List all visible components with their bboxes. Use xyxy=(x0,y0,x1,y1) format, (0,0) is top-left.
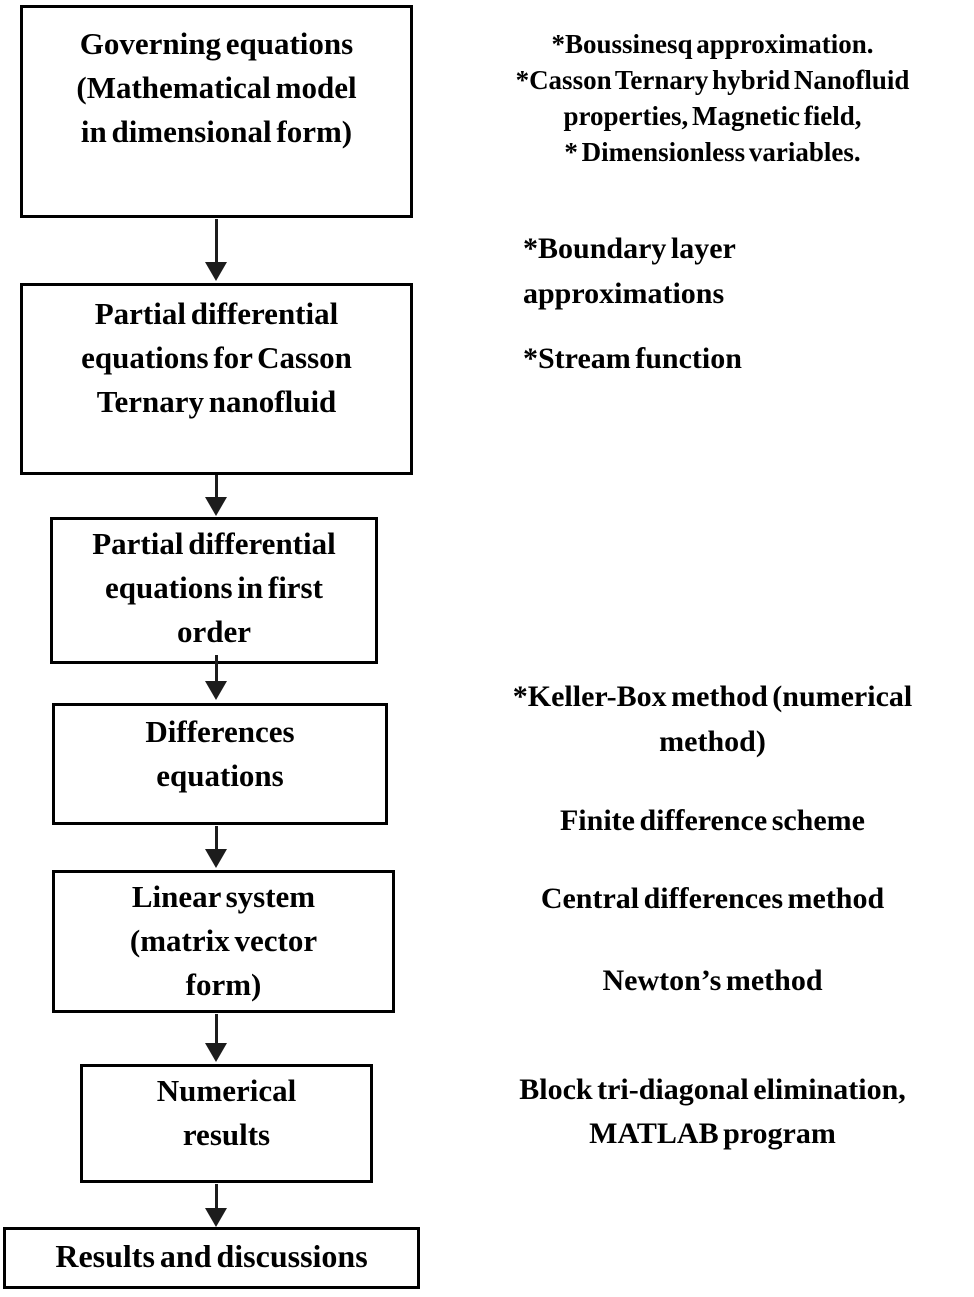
flow-box-pde-casson-ternary: Partial differential equations for Casso… xyxy=(20,283,413,475)
arrow-down-icon xyxy=(203,655,229,700)
annotation-model-assumptions: *Boussinesq approximation. *Casson Terna… xyxy=(515,29,910,167)
flow-box-governing-equations: Governing equations (Mathematical model … xyxy=(20,5,413,218)
arrow-down-icon xyxy=(203,219,229,281)
flow-box-results-discussions: Results and discussions xyxy=(3,1227,420,1289)
flow-box-differences-equations: Differences equations xyxy=(52,703,388,825)
arrow-shaft xyxy=(214,219,218,262)
annotation-finite-difference: Finite difference scheme xyxy=(559,804,865,837)
flow-box-pde-first-order: Partial differential equations in first … xyxy=(50,517,378,664)
annotation-newtons-method: Newton’s method xyxy=(602,964,823,997)
annotation-central-differences: Central differences method xyxy=(540,882,885,915)
arrow-head xyxy=(205,849,227,868)
arrow-down-icon xyxy=(203,1014,229,1062)
arrow-shaft xyxy=(214,1184,218,1208)
arrow-shaft xyxy=(214,655,218,681)
arrow-head xyxy=(205,262,227,281)
arrow-down-icon xyxy=(203,826,229,868)
annotation-stream-function: *Stream function xyxy=(523,342,742,375)
arrow-head xyxy=(205,1208,227,1227)
annotation-keller-box: *Keller-Box method (numerical method) xyxy=(512,680,913,758)
flow-box-numerical-results: Numerical results xyxy=(80,1064,373,1183)
arrow-head xyxy=(205,1043,227,1062)
arrow-shaft xyxy=(214,1014,218,1043)
arrow-down-icon xyxy=(203,1184,229,1227)
arrow-head xyxy=(205,497,227,516)
arrow-shaft xyxy=(214,475,218,497)
arrow-head xyxy=(205,681,227,700)
flow-box-linear-system: Linear system (matrix vector form) xyxy=(52,870,395,1013)
arrow-shaft xyxy=(214,826,218,849)
annotation-block-tridiagonal: Block tri-diagonal elimination, MATLAB p… xyxy=(519,1073,906,1150)
arrow-down-icon xyxy=(203,475,229,516)
annotation-boundary-layer: *Boundary layer approximations xyxy=(523,232,736,310)
